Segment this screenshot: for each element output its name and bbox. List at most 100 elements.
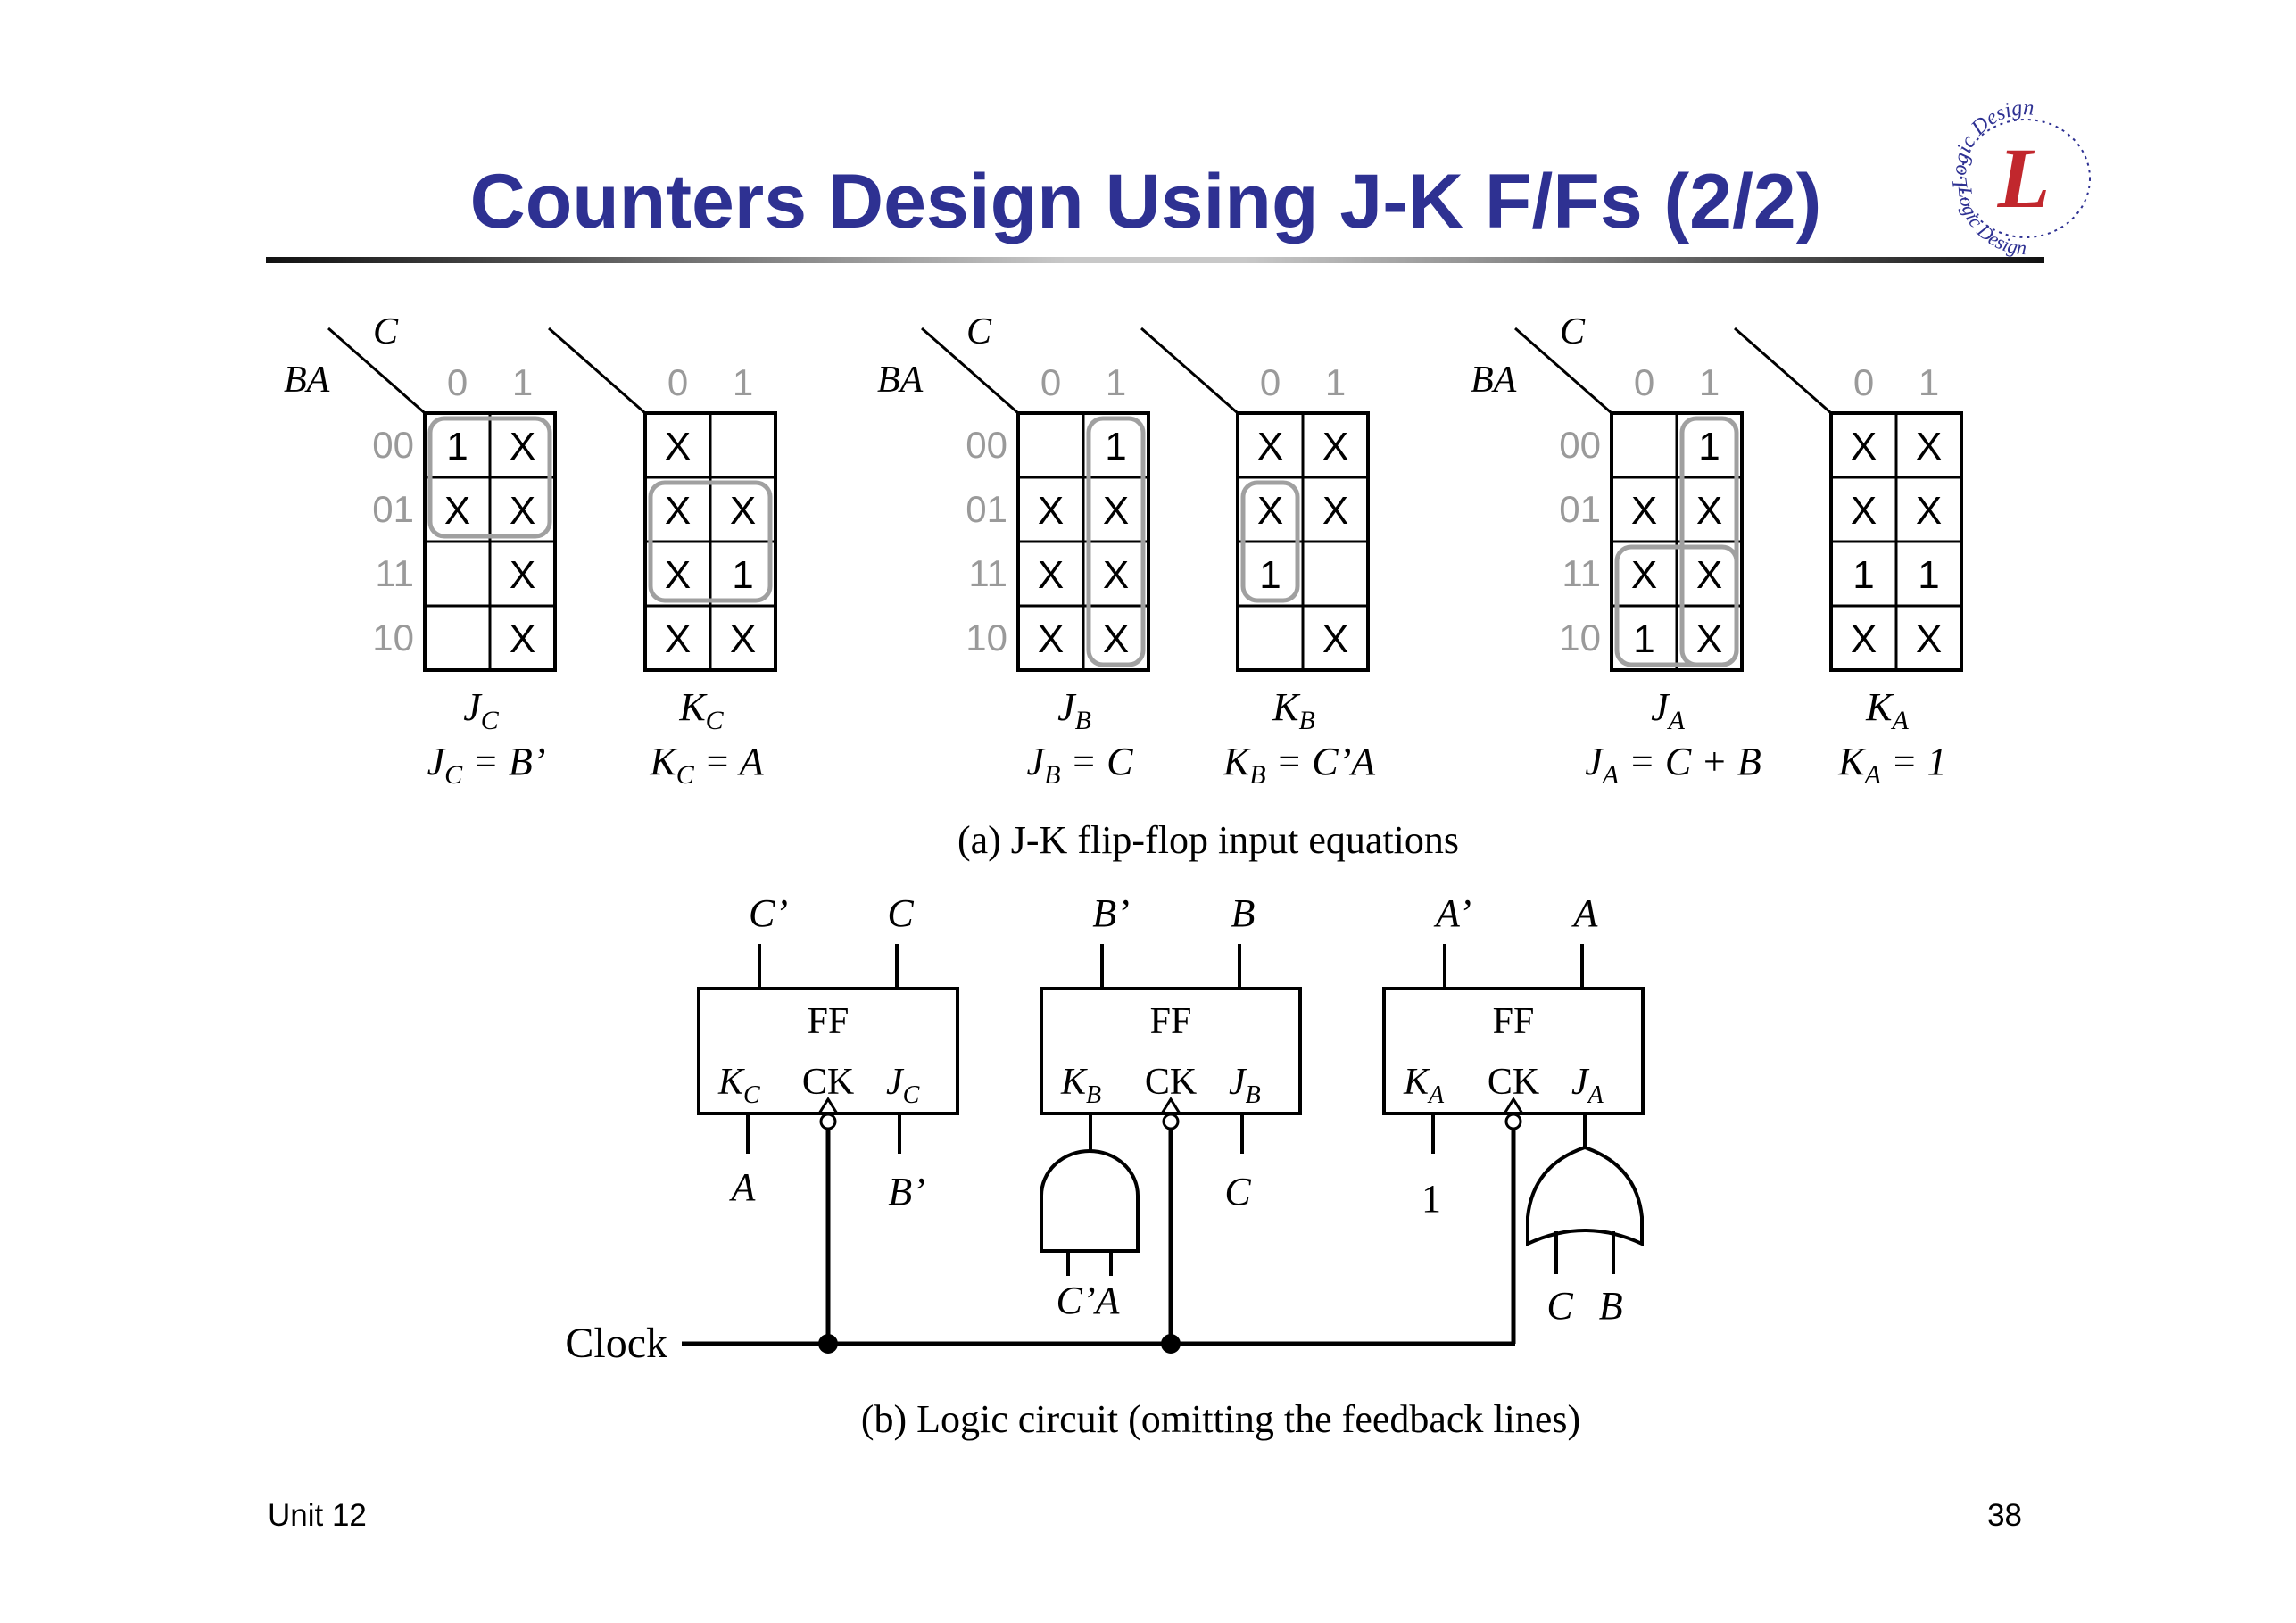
q-label: C xyxy=(887,891,914,935)
kmap-cell: 1 xyxy=(1633,617,1654,661)
kmap-cell: X xyxy=(510,617,535,661)
kmap-row-header: 01 xyxy=(1559,488,1601,530)
kmap-diagonal xyxy=(548,327,646,415)
ff-label: FF xyxy=(1493,1001,1535,1042)
kmap-col-var: C xyxy=(1560,311,1586,352)
kmap-cell: X xyxy=(1851,617,1877,661)
kmap-cell: 1 xyxy=(446,425,468,468)
kmap-col-header: 0 xyxy=(1040,361,1061,403)
caption-a: (a) J-K flip-flop input equations xyxy=(957,818,1459,862)
kmap-cell: X xyxy=(730,617,756,661)
kmap-cell: X xyxy=(665,617,691,661)
kmap-cell: X xyxy=(1322,617,1348,661)
kmap-cell: X xyxy=(510,489,535,533)
q-bar-label: A’ xyxy=(1433,891,1471,935)
j-input-label: JB xyxy=(1229,1062,1261,1109)
kmap-row-header: 10 xyxy=(372,617,414,658)
kmap-cell: X xyxy=(665,425,691,468)
kmap-row-header: 00 xyxy=(372,424,414,466)
and-gate xyxy=(1040,1149,1140,1253)
j-input-label: JA xyxy=(1571,1062,1604,1109)
clock-bubble xyxy=(819,1113,837,1130)
kmap-equation: JC = B’ xyxy=(427,740,546,790)
kmap-cell: X xyxy=(1696,553,1722,597)
logo-letter: L xyxy=(1997,130,2051,226)
kmap-cell: X xyxy=(510,425,535,468)
k-input-value: A xyxy=(729,1165,757,1209)
kmap-col-var: C xyxy=(966,311,992,352)
kmap-cell: 1 xyxy=(732,553,753,597)
clock-triangle xyxy=(1160,1097,1181,1114)
kmap-cell: X xyxy=(1631,553,1657,597)
kmap-cell: X xyxy=(1322,489,1348,533)
or-gate xyxy=(1526,1145,1644,1247)
kmap-cell: X xyxy=(1103,489,1129,533)
kmap-cell: 1 xyxy=(1918,553,1939,597)
j-input-value: C xyxy=(1224,1170,1251,1213)
k-input-value: 1 xyxy=(1422,1177,1441,1221)
kmap-diagonal xyxy=(1514,327,1612,415)
kmap-col-header: 1 xyxy=(733,361,753,403)
kmap-col-header: 1 xyxy=(1106,361,1126,403)
kmap-equation: JB = C xyxy=(1027,740,1134,790)
kmap-cell: X xyxy=(1257,489,1283,533)
kmap-cell: X xyxy=(1038,489,1064,533)
kmap-row-header: 10 xyxy=(1559,617,1601,658)
footer-unit: Unit 12 xyxy=(268,1498,367,1533)
kmap-equation: KB = C’A xyxy=(1223,740,1376,790)
kmap-row-var: BA xyxy=(1471,360,1517,401)
kmap-cell: X xyxy=(1696,617,1722,661)
kmap-equation: JA = C + B xyxy=(1585,740,1761,790)
ck-label: CK xyxy=(802,1062,854,1103)
kmap-col-header: 0 xyxy=(1853,361,1874,403)
kmap-row-header: 10 xyxy=(966,617,1007,658)
kmap-row-header: 11 xyxy=(968,552,1007,594)
clock-junction-dot xyxy=(818,1334,838,1354)
clock-triangle xyxy=(1503,1097,1524,1114)
kmap-cell: X xyxy=(1916,425,1942,468)
kmap-cell: X xyxy=(730,489,756,533)
kmap-row-header: 01 xyxy=(966,488,1007,530)
kmap-cell: X xyxy=(1916,617,1942,661)
ff-label: FF xyxy=(1150,1001,1192,1042)
kmap-col-header: 1 xyxy=(512,361,533,403)
k-input-value: C’A xyxy=(1057,1279,1121,1322)
clock-bubble xyxy=(1504,1113,1522,1130)
k-input-label: KC xyxy=(717,1062,760,1109)
kmap-name: JB xyxy=(1057,685,1091,735)
kmap-group-loop xyxy=(648,480,773,603)
kmap-name: JC xyxy=(463,685,500,735)
kmap-cell: 1 xyxy=(1105,425,1126,468)
kmap-name: JA xyxy=(1651,685,1686,735)
kmap-group-loop xyxy=(1614,544,1739,667)
k-input-label: KA xyxy=(1403,1062,1445,1109)
clock-bubble xyxy=(1162,1113,1180,1130)
kmap-cell: X xyxy=(1103,553,1129,597)
kmap-cell: X xyxy=(665,489,691,533)
logic-design-logo: Logic Design Logic Design L xyxy=(1948,96,2091,259)
kmap-cell: X xyxy=(1038,553,1064,597)
kmap-diagonal xyxy=(1734,327,1832,415)
kmap-diagonal xyxy=(1140,327,1239,415)
kmap-row-header: 00 xyxy=(1559,424,1601,466)
kmap-col-header: 1 xyxy=(1919,361,1939,403)
slide-title: Counters Design Using J-K F/Fs (2/2) xyxy=(470,159,1822,244)
kmap-cell: X xyxy=(444,489,470,533)
kmap-row-var: BA xyxy=(877,360,924,401)
q-label: A xyxy=(1571,891,1599,935)
clock-junction-dot xyxy=(1161,1334,1181,1354)
kmap-col-header: 1 xyxy=(1325,361,1346,403)
j-input-label: JC xyxy=(886,1062,920,1109)
kmap-col-header: 0 xyxy=(447,361,468,403)
k-input-label: KB xyxy=(1060,1062,1101,1109)
kmap-equation: KA = 1 xyxy=(1837,740,1946,790)
kmap-col-header: 0 xyxy=(1634,361,1654,403)
kmap-cell: X xyxy=(1322,425,1348,468)
kmap-group-loop xyxy=(1086,416,1146,667)
